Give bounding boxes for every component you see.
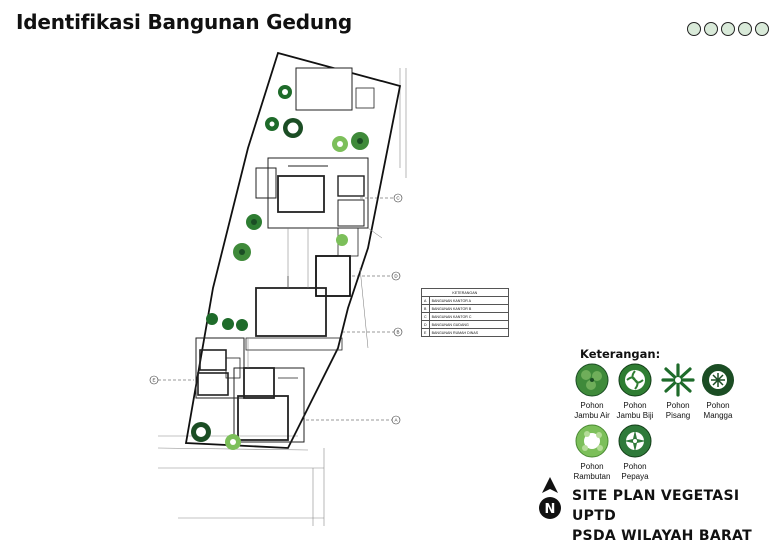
legend-item-pisang: Pohon Pisang <box>650 363 706 420</box>
page-dot[interactable] <box>755 22 769 36</box>
pepaya-tree-icon <box>618 424 652 458</box>
legend-label-line2: Mangga <box>703 410 733 420</box>
jambu-air-tree-icon <box>575 363 609 397</box>
building-name: BANGUNAN KANTOR A <box>428 296 509 305</box>
legend-label-line1: Pohon <box>706 401 730 410</box>
legend-label-line1: Pohon <box>623 462 647 471</box>
page-dot[interactable] <box>704 22 718 36</box>
building-code: E <box>421 328 430 337</box>
building-code: D <box>421 320 430 329</box>
building-name: BANGUNAN KANTOR C <box>428 312 509 321</box>
building-name: BANGUNAN GUDANG <box>428 320 509 329</box>
legend-label-line1: Pohon <box>580 462 604 471</box>
marker-d: D <box>394 274 398 279</box>
legend-title: Keterangan: <box>580 347 661 361</box>
site-plan-drawing: C D B E A <box>138 48 518 526</box>
legend-item-pepaya: Pohon Pepaya <box>607 424 663 481</box>
legend-item-rambutan: Pohon Rambutan <box>564 424 620 481</box>
jambu-biji-tree-icon <box>618 363 652 397</box>
page-dot[interactable] <box>687 22 701 36</box>
legend-label-line1: Pohon <box>623 401 647 410</box>
legend-label-line1: Pohon <box>580 401 604 410</box>
legend-label-line2: Pisang <box>665 410 691 420</box>
building-name: BANGUNAN RUMAH DINAS <box>428 328 509 337</box>
legend-item-jambu-air: Pohon Jambu Air <box>564 363 620 420</box>
building-code: A <box>421 296 430 305</box>
north-letter: N <box>545 502 556 517</box>
page-dot[interactable] <box>721 22 735 36</box>
legend-label-line2: Jambu Air <box>574 410 610 420</box>
legend-label-line2: Jambu Biji <box>616 410 654 420</box>
mangga-tree-icon <box>702 364 734 396</box>
marker-b: B <box>396 330 399 335</box>
building-code: B <box>421 304 430 313</box>
north-arrow-icon: N <box>539 477 561 519</box>
site-plan-title-line2: PSDA WILAYAH BARAT <box>572 528 752 544</box>
legend-label-line2: Pepaya <box>621 471 649 481</box>
building-code: C <box>421 312 430 321</box>
marker-e: E <box>152 378 155 383</box>
site-plan-title: SITE PLAN VEGETASI UPTD PSDA WILAYAH BAR… <box>572 486 781 546</box>
plan-trees <box>191 85 369 450</box>
site-plan-title-line1: SITE PLAN VEGETASI UPTD <box>572 488 740 524</box>
rambutan-tree-icon <box>575 424 609 458</box>
legend-item-jambu-biji: Pohon Jambu Biji <box>607 363 663 420</box>
page-title: Identifikasi Bangunan Gedung <box>16 10 353 34</box>
page-dot[interactable] <box>738 22 752 36</box>
building-key-title: KETERANGAN <box>421 288 509 297</box>
marker-c: C <box>396 196 400 201</box>
marker-a: A <box>394 418 397 423</box>
page-indicator <box>687 22 769 36</box>
building-name: BANGUNAN KANTOR B <box>428 304 509 313</box>
legend-label-line1: Pohon <box>666 401 690 410</box>
pisang-tree-icon <box>661 363 695 397</box>
legend-item-mangga: Pohon Mangga <box>690 363 746 420</box>
legend-label-line2: Rambutan <box>573 471 611 481</box>
